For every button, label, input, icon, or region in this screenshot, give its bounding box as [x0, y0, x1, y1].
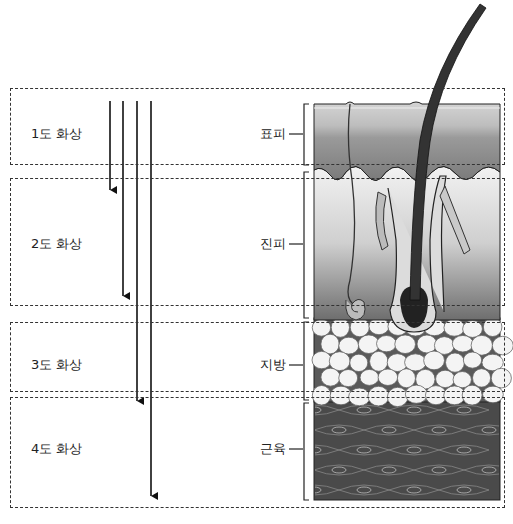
fat-cell [312, 385, 330, 405]
muscle-nucleus [332, 467, 346, 473]
muscle-nucleus [407, 407, 421, 413]
fat-cell [424, 351, 445, 370]
fat-cell [491, 368, 511, 388]
fat-cell [483, 386, 504, 403]
muscle-nucleus [357, 447, 371, 453]
fat-cell [446, 353, 465, 372]
muscle-nucleus [382, 467, 396, 473]
sweat-duct [348, 104, 356, 306]
muscle-fiber [364, 465, 414, 475]
muscle-fiber [464, 425, 499, 435]
sweat-gland [346, 299, 365, 320]
fat-cell [370, 351, 388, 371]
burn-degree-band: 1도 화상 표피 [10, 88, 505, 165]
muscle-nucleus [457, 407, 471, 413]
layer-brackets [289, 104, 309, 500]
muscle-nucleus [457, 487, 471, 493]
fat-cell [417, 335, 437, 353]
muscle-fiber [315, 465, 364, 475]
sebaceous-gland [376, 192, 388, 250]
burn-degree-label: 2도 화상 [31, 236, 82, 252]
fat-cell [405, 354, 427, 371]
fat-cell [321, 368, 340, 386]
muscle-nucleus [432, 427, 446, 433]
layer-label: 근육 [260, 441, 286, 457]
burn-degree-band: 3도 화상 지방 [10, 322, 505, 392]
muscle-nucleus [357, 407, 371, 413]
burn-degree-band: 2도 화상 진피 [10, 178, 505, 306]
muscle-nucleus [315, 487, 321, 493]
fat-cell [331, 318, 349, 338]
fat-cell [329, 352, 350, 371]
fat-cell [378, 369, 398, 385]
muscle-nucleus [482, 467, 496, 473]
muscle-fiber [315, 425, 364, 435]
burn-degree-label: 3도 화상 [31, 357, 82, 373]
muscle-fiber [439, 445, 489, 455]
muscle-fiber [414, 465, 464, 475]
fat-cell [339, 369, 358, 386]
burn-degree-label: 1도 화상 [31, 126, 82, 142]
muscle-fiber [315, 405, 339, 415]
muscle-fiber [389, 485, 439, 495]
fat-cell [463, 320, 483, 337]
fat-cell [473, 369, 491, 387]
muscle-nucleus [457, 447, 471, 453]
depth-arrows [110, 101, 151, 496]
muscle-nucleus [482, 427, 496, 433]
muscle-fiber [364, 425, 414, 435]
muscle-fiber [315, 445, 339, 455]
epidermis-layer [314, 102, 500, 181]
fat-cell [463, 352, 481, 368]
burn-degree-band: 4도 화상 근육 [10, 397, 505, 508]
muscle-nucleus [382, 427, 396, 433]
arrector-muscle [440, 186, 470, 254]
muscle-fiber [439, 485, 489, 495]
fat-cell [350, 318, 369, 337]
fat-cell [492, 336, 513, 355]
muscle-fiber [339, 405, 389, 415]
layer-label: 표피 [260, 126, 286, 142]
muscle-nucleus [315, 407, 321, 413]
layer-label: 지방 [260, 357, 286, 373]
fat-cell [462, 385, 482, 405]
muscle-nucleus [432, 467, 446, 473]
fat-cell [312, 351, 331, 368]
muscle-fiber [339, 485, 389, 495]
burn-degree-label: 4도 화상 [31, 441, 82, 457]
muscle-fiber [414, 425, 464, 435]
muscle-nucleus [332, 427, 346, 433]
muscle-nucleus [357, 487, 371, 493]
fat-cell [436, 370, 455, 387]
muscle-fiber [339, 445, 389, 455]
muscle-fiber [439, 405, 489, 415]
layer-label: 진피 [260, 236, 286, 252]
muscle-fiber [464, 465, 499, 475]
muscle-fiber [315, 485, 339, 495]
skin-surface [314, 108, 500, 109]
muscle-nucleus [407, 447, 421, 453]
fat-cell [360, 369, 379, 385]
fat-cell [350, 354, 368, 371]
fat-cell [405, 385, 427, 403]
muscle-nucleus [315, 447, 321, 453]
fat-cell [377, 335, 397, 351]
fat-cell [425, 386, 446, 405]
fat-cell [452, 335, 473, 352]
hair-shaft [410, 4, 486, 300]
muscle-layer [314, 400, 500, 500]
fat-cell [397, 369, 415, 388]
fat-cell [395, 335, 416, 354]
fat-cell [321, 334, 339, 354]
muscle-fiber [389, 445, 439, 455]
muscle-nucleus [407, 487, 421, 493]
